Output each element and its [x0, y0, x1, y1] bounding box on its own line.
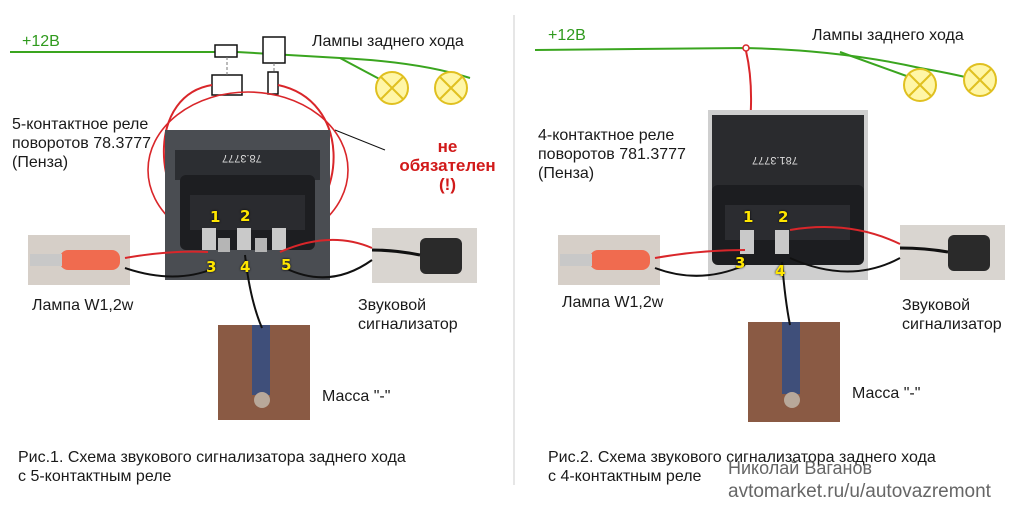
left-ground-photo — [218, 325, 310, 420]
right-junction-point — [742, 44, 750, 52]
right-relay-marking: 781.3777 — [752, 154, 798, 166]
right-supply-label: +12В — [548, 27, 586, 44]
right-lamp-photo — [558, 235, 660, 285]
right-pin-3: 3 — [735, 254, 746, 272]
right-pin-4: 4 — [775, 262, 786, 280]
left-relay-label: 5-контактное реле поворотов 78.3777 (Пен… — [12, 116, 152, 171]
watermark-site: avtomarket.ru/u/autovazremont — [728, 481, 991, 502]
left-black-wire-lamp — [124, 267, 216, 278]
left-reverse-switch-symbol — [211, 36, 286, 96]
left-note-pointer — [334, 129, 386, 151]
right-supply-wire — [534, 46, 986, 83]
right-lamp-1 — [903, 68, 937, 102]
right-lamp-label: Лампа W1,2w — [562, 294, 664, 311]
right-buzzer-photo — [899, 225, 1005, 280]
left-relay-marking: 78.3777 — [222, 152, 262, 164]
right-pin-1: 1 — [743, 208, 754, 226]
left-lamp1-tap — [339, 57, 386, 83]
left-panel — [10, 36, 477, 420]
left-buzzer-label: Звуковой сигнализатор — [358, 297, 458, 333]
left-red-wire-lamp — [124, 250, 209, 259]
left-pin-5: 5 — [281, 256, 292, 274]
right-lamps-label: Лампы заднего хода — [812, 27, 964, 44]
right-pin-2: 2 — [778, 208, 789, 226]
left-ground-label: Масса "-" — [322, 388, 391, 405]
right-panel — [534, 44, 1005, 422]
right-relay-label: 4-контактное реле поворотов 781.3777 (Пе… — [538, 127, 686, 182]
left-pin-1: 1 — [210, 208, 221, 226]
right-buzzer-label: Звуковой сигнализатор — [902, 297, 1002, 333]
left-pin-4: 4 — [240, 258, 251, 276]
right-red-wire-lamp — [654, 249, 746, 259]
left-lamp-photo — [28, 235, 130, 285]
right-black-wire-buzzer — [789, 257, 901, 273]
right-ground-wire — [781, 261, 791, 326]
left-relay-photo — [165, 130, 330, 280]
right-black-wire-lamp — [654, 264, 746, 277]
right-lamp1-tap — [839, 51, 913, 79]
left-black-wire-buzzer — [284, 259, 373, 279]
left-lamp-1 — [375, 71, 409, 105]
left-red-wire-buzzer — [279, 239, 373, 253]
right-caption: Рис.2. Схема звукового сигнализатора зад… — [548, 449, 936, 485]
left-ground-wire — [244, 254, 263, 329]
left-optional-note: не обязателен (!) — [399, 137, 496, 194]
left-lamp-2 — [434, 71, 468, 105]
left-buzzer-photo — [371, 228, 477, 283]
left-pin-2: 2 — [240, 207, 251, 225]
left-caption: Рис.1. Схема звукового сигнализатора зад… — [18, 449, 406, 485]
right-red-wire-buzzer — [789, 226, 901, 245]
right-lamp-2 — [963, 63, 997, 97]
left-lamp-label: Лампа W1,2w — [32, 297, 134, 314]
left-lamps-label: Лампы заднего хода — [312, 33, 464, 50]
watermark-author: Николай Ваганов — [728, 458, 873, 478]
left-pin-3: 3 — [206, 258, 217, 276]
left-supply-label: +12В — [22, 33, 60, 50]
right-ground-photo — [748, 322, 840, 422]
right-ground-label: Масса "-" — [852, 385, 921, 402]
right-relay-photo — [708, 110, 868, 280]
